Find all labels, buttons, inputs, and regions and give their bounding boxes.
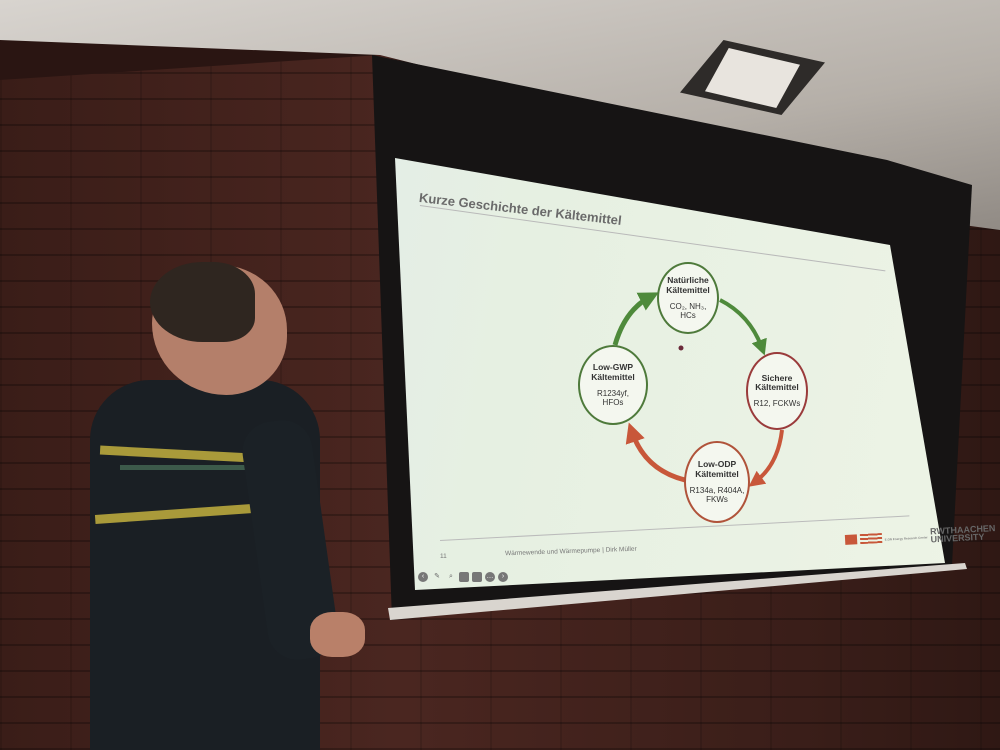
- more-icon[interactable]: …: [485, 572, 495, 582]
- pen-icon[interactable]: ✎: [434, 573, 440, 580]
- arrow-sichere-to-low-odp: [748, 429, 784, 487]
- arrow-natural-to-sichere: [719, 298, 767, 356]
- zoom-icon[interactable]: ⌕: [449, 573, 453, 580]
- sweater-stripe: [120, 465, 270, 470]
- page-number: 11: [440, 553, 447, 560]
- eon-erc-logo-icon: [844, 534, 858, 546]
- video-icon[interactable]: [472, 572, 482, 582]
- forward-icon[interactable]: ›: [498, 572, 508, 582]
- arrow-low-odp-to-low-gwp: [625, 422, 686, 483]
- eon-erc-logo-bars-icon: [859, 533, 883, 545]
- presenter-hand: [310, 612, 365, 657]
- laser-pointer-dot: [678, 345, 684, 351]
- slides-icon[interactable]: [459, 572, 469, 582]
- presenter-hair: [150, 262, 255, 342]
- back-icon[interactable]: ‹: [418, 572, 428, 582]
- eon-erc-logo-text: E.ON Energy Research Center: [884, 535, 928, 542]
- arrow-low-gwp-to-natural: [612, 292, 659, 346]
